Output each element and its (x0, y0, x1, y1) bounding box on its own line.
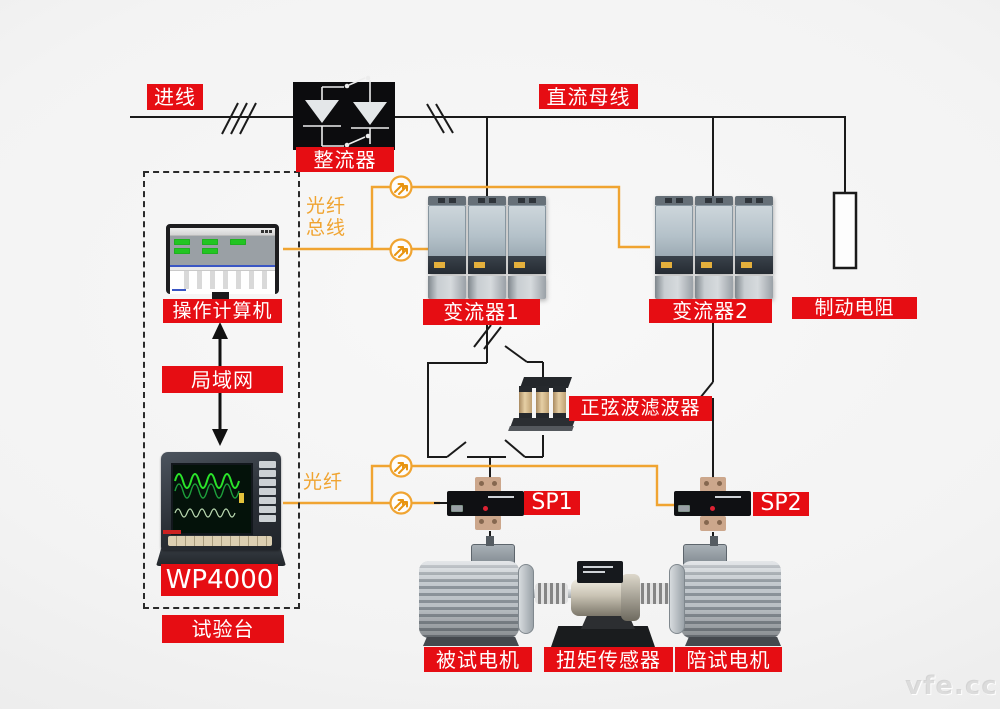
sp1-transducer (447, 491, 524, 516)
label-lan: 局域网 (162, 366, 283, 393)
rectifier-symbol (293, 75, 395, 150)
waveform-display (174, 473, 244, 518)
braking-resistor-symbol (832, 191, 858, 270)
sp2-transducer (674, 491, 751, 516)
companion-motor-unit (669, 536, 782, 646)
break-slashes-left (221, 102, 257, 135)
fiber-coupler-icon (389, 238, 413, 262)
break-slashes-right (426, 103, 454, 134)
switch-blade-icon (699, 381, 714, 399)
label-test-bench: 试验台 (162, 615, 284, 643)
label-motor-under-test: 被试电机 (424, 647, 532, 672)
fiber-coupler-icon (389, 175, 413, 199)
fiber-optic-lines (283, 185, 675, 507)
monitor-separator (170, 265, 275, 267)
label-incoming-line: 进线 (147, 84, 203, 110)
monitor-window-titlebar (170, 228, 275, 236)
converter2-unit (655, 196, 773, 299)
sp1-bottom-pad (475, 515, 501, 530)
sp2-top-pad (700, 477, 726, 492)
green-status-chip (174, 248, 190, 254)
wp4000-buttons (259, 461, 276, 522)
torque-sensor-ring (621, 574, 640, 621)
green-status-chip (230, 239, 246, 245)
wp4000-screen (171, 463, 253, 535)
switch-blade-icon (504, 345, 528, 363)
test-bench-dashed-box (143, 171, 300, 609)
label-converter1: 变流器1 (423, 299, 540, 325)
wp4000-logo (163, 530, 181, 534)
torque-sensor-base (551, 626, 655, 647)
fiber-coupler-icon (389, 454, 413, 478)
wp4000-instrument (156, 452, 286, 566)
window-controls-icon (261, 230, 273, 233)
label-sine-wave-filter: 正弦波滤波器 (569, 396, 712, 421)
wp4000-body (161, 452, 281, 550)
switch-blade-icon (504, 439, 526, 458)
coupling-left (535, 583, 568, 604)
label-operator-computer: 操作计算机 (163, 299, 282, 323)
switch-blade-icon (446, 441, 467, 458)
operator-computer-monitor (166, 224, 279, 294)
green-status-chip (202, 248, 218, 254)
label-dc-bus: 直流母线 (539, 84, 638, 109)
label-wp4000: WP4000 (161, 564, 278, 596)
label-fiber-bus: 光纤总线 (306, 195, 347, 239)
torque-sensor-body (571, 579, 629, 616)
torque-sensor-head (577, 561, 623, 583)
coupling-right (638, 583, 671, 604)
label-sp1: SP1 (524, 491, 580, 515)
label-torque-sensor: 扭矩传感器 (544, 647, 673, 672)
sp2-bottom-pad (700, 516, 726, 531)
shaft (564, 589, 576, 598)
label-converter2: 变流器2 (649, 299, 772, 323)
green-status-chip (174, 239, 190, 245)
watermark: vfe.cc (905, 671, 998, 701)
sp1-top-pad (475, 477, 501, 492)
label-braking-resistor: 制动电阻 (792, 297, 917, 319)
label-rectifier: 整流器 (296, 147, 394, 172)
label-companion-motor: 陪试电机 (675, 647, 782, 672)
monitor-software-toolbar (170, 236, 275, 265)
green-status-chip (202, 239, 218, 245)
motor-under-test-unit (419, 536, 534, 646)
fiber-coupler-icon (389, 491, 413, 515)
monitor-data-table (170, 267, 275, 294)
sine-wave-filter-unit (508, 376, 576, 440)
wp4000-front-panel (168, 536, 272, 546)
converter1-unit (428, 196, 546, 299)
label-sp2: SP2 (753, 492, 809, 516)
power-circuit-lines (130, 102, 846, 546)
label-fiber: 光纤 (303, 471, 344, 493)
